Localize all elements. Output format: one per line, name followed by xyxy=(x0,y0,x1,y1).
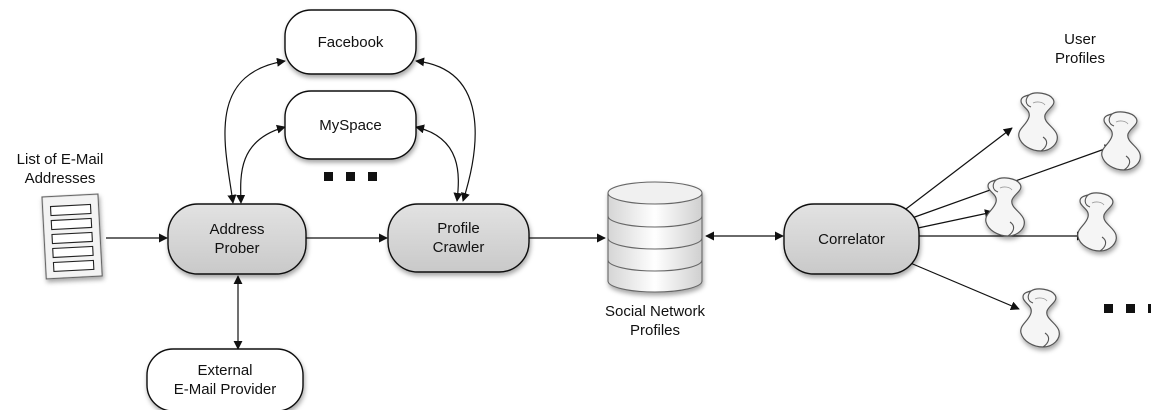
correlator-label: Correlator xyxy=(818,230,885,248)
arrows xyxy=(106,57,1114,350)
address-prober-label-1: Address xyxy=(209,221,265,238)
profile-crawler-label-2: Crawler xyxy=(432,239,485,256)
more-profiles-ellipsis xyxy=(1104,304,1151,313)
arrow-prober-facebook xyxy=(224,57,286,204)
email-list-icon xyxy=(41,193,103,280)
myspace-label: MySpace xyxy=(319,116,382,134)
arrow-prober-myspace xyxy=(236,124,286,204)
external-provider-node: External E-Mail Provider xyxy=(147,349,303,411)
correlator-node: Correlator xyxy=(784,204,919,274)
address-prober-node: Address Prober xyxy=(168,204,306,274)
profile-crawler-label-1: Profile xyxy=(437,220,480,237)
arrow-crawler-facebook xyxy=(415,57,476,202)
user-profiles-label-1: User xyxy=(1064,31,1096,48)
external-provider-label-2: E-Mail Provider xyxy=(173,381,277,398)
external-provider-label-1: External xyxy=(197,362,253,379)
scroll-icon xyxy=(1101,111,1141,171)
database-label: Social Network Profiles xyxy=(580,302,730,340)
scroll-icon xyxy=(1018,92,1058,152)
more-networks-ellipsis xyxy=(324,172,377,181)
user-profiles-label: User Profiles xyxy=(1040,30,1120,68)
scroll-icon xyxy=(1077,192,1117,252)
arrow-crawler-myspace xyxy=(415,124,463,202)
database-label-1: Social Network xyxy=(604,303,706,320)
scroll-icon xyxy=(1020,288,1060,348)
facebook-label: Facebook xyxy=(317,33,384,51)
address-prober-label-2: Prober xyxy=(214,240,260,257)
service-shapes xyxy=(146,9,417,410)
scroll-icon xyxy=(985,177,1025,237)
email-list-label-1: List of E-Mail xyxy=(16,151,104,168)
user-profiles-label-2: Profiles xyxy=(1054,50,1106,67)
database-label-2: Profiles xyxy=(629,322,681,339)
process-shapes xyxy=(167,203,920,275)
email-list-label-2: Addresses xyxy=(24,170,96,187)
arrow-correlator-profile-1 xyxy=(901,127,1013,213)
arrow-correlator-profile-3 xyxy=(917,209,994,229)
myspace-node: MySpace xyxy=(285,91,416,159)
email-list-label: List of E-Mail Addresses xyxy=(0,150,120,188)
arrow-correlator-profile-5 xyxy=(907,261,1020,310)
facebook-node: Facebook xyxy=(285,10,416,74)
profile-crawler-node: Profile Crawler xyxy=(388,204,529,272)
database-icon xyxy=(607,181,703,293)
